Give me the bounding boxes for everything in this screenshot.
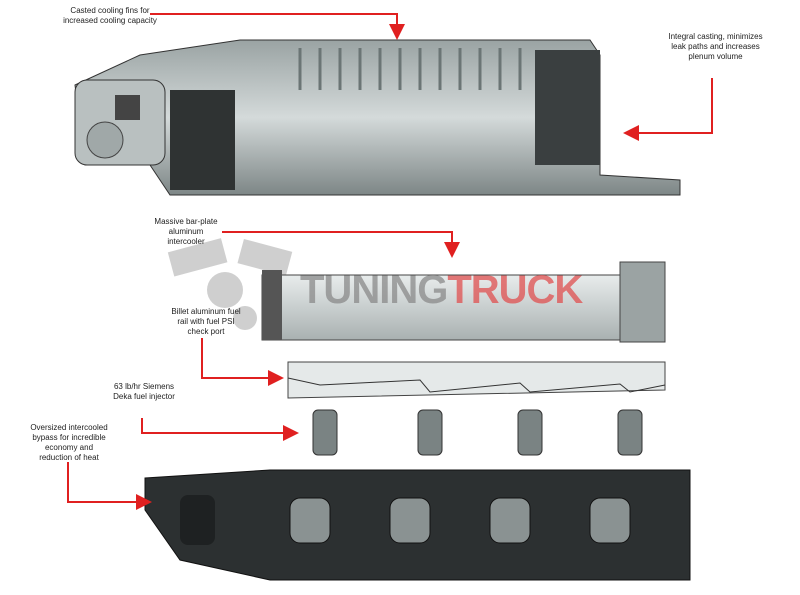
label-bypass: Oversized intercooled bypass for incredi…	[30, 423, 108, 462]
callout-arrows	[67, 13, 713, 510]
intercooler	[261, 261, 666, 343]
watermark: TUNINGTRUCK	[300, 268, 583, 312]
label-intercooler: Massive bar-plate aluminum intercooler	[154, 217, 218, 246]
supercharger-housing	[74, 39, 681, 196]
label-injector: 63 lb/hr Siemens Deka fuel injector	[113, 382, 175, 401]
label-fuel-rail: Billet aluminum fuel rail with fuel PSI …	[171, 307, 241, 336]
fuel-injectors	[312, 409, 643, 456]
watermark-logo-icon	[167, 238, 293, 330]
fuel-rail	[287, 361, 666, 399]
lower-manifold	[144, 469, 691, 581]
label-integral-casting: Integral casting, minimizes leak paths a…	[668, 32, 763, 61]
label-cooling-fins: Casted cooling fins for increased coolin…	[63, 6, 157, 25]
